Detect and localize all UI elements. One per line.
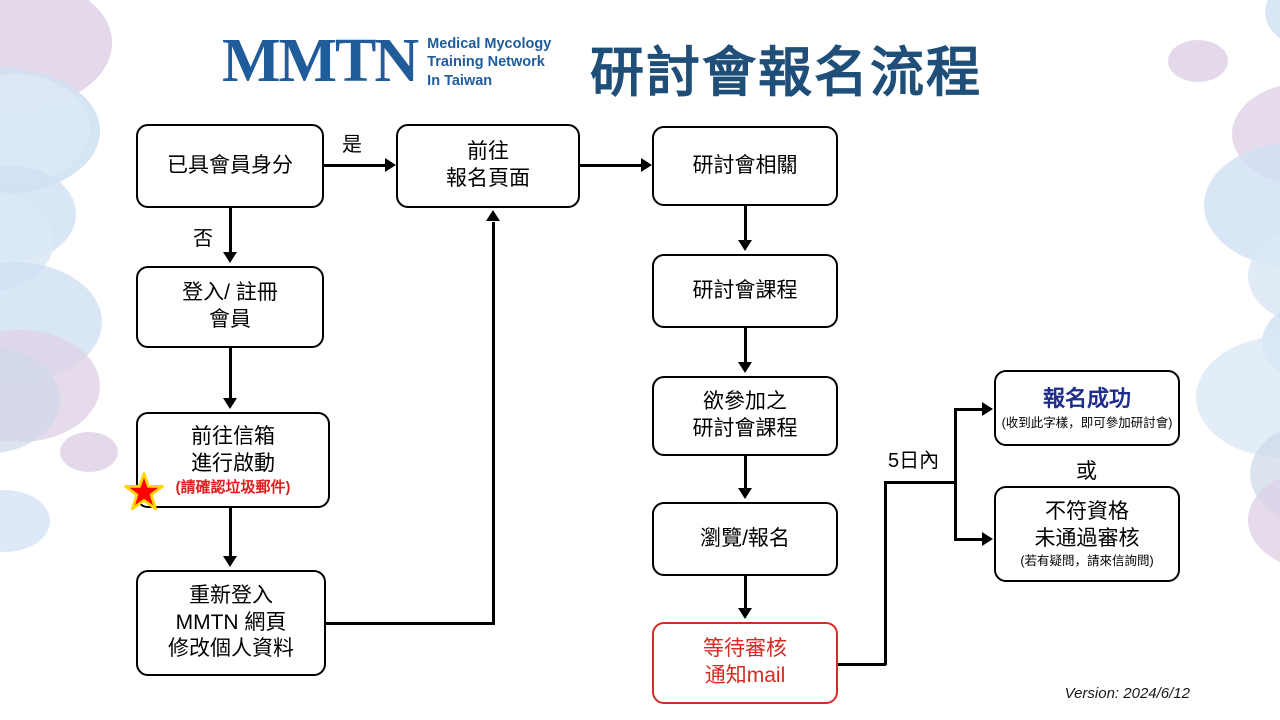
edge-branch-top bbox=[884, 481, 956, 484]
node-goto-signup[interactable]: 前往 報名頁面 bbox=[396, 124, 580, 208]
node-success[interactable]: 報名成功 (收到此字樣，即可參加研討會) bbox=[994, 370, 1180, 446]
arrow-to-rejected bbox=[982, 532, 993, 546]
edge-branch-to-rejected bbox=[954, 538, 986, 541]
edge-await-up bbox=[884, 481, 887, 665]
node-success-title: 報名成功 bbox=[1042, 386, 1131, 412]
node-member-status[interactable]: 已具會員身分 bbox=[136, 124, 324, 208]
page-title: 研討會報名流程 bbox=[590, 43, 982, 103]
edge-member-to-signup bbox=[324, 164, 386, 167]
star-icon bbox=[124, 472, 164, 511]
arrow-desired-to-browse bbox=[738, 488, 752, 499]
edge-desired-to-browse bbox=[744, 456, 747, 490]
label-or: 或 bbox=[1076, 460, 1097, 483]
decor-ellipse bbox=[1196, 336, 1280, 458]
node-desired-course[interactable]: 欲參加之 研討會課程 bbox=[652, 376, 838, 456]
node-rejected[interactable]: 不符資格 未通過審核 (若有疑問，請來信詢問) bbox=[994, 486, 1180, 582]
node-goto-signup-line1: 前往 bbox=[467, 140, 509, 164]
node-rejected-line2: 未通過審核 bbox=[1034, 526, 1140, 550]
edge-browse-to-await bbox=[744, 576, 747, 608]
node-seminar-info[interactable]: 研討會相關 bbox=[652, 126, 838, 206]
arrow-seminar-to-course bbox=[738, 240, 752, 251]
decor-ellipse bbox=[60, 432, 118, 472]
edge-branch-stem bbox=[954, 408, 957, 540]
node-relogin-profile[interactable]: 重新登入 MMTN 網頁 修改個人資料 bbox=[136, 570, 326, 676]
arrow-signup-to-seminar bbox=[641, 158, 652, 172]
edge-relogin-up bbox=[492, 222, 495, 624]
arrow-member-to-signup bbox=[385, 158, 396, 172]
arrow-relogin-to-signup bbox=[486, 210, 500, 221]
node-rejected-note: (若有疑問，請來信詢問) bbox=[1020, 554, 1154, 569]
decor-ellipse bbox=[1250, 420, 1280, 528]
node-activate-mail-note: (請確認垃圾郵件) bbox=[175, 478, 291, 496]
decor-ellipse bbox=[0, 490, 50, 552]
node-relogin-profile-line2: MMTN 網頁 bbox=[175, 610, 287, 634]
node-seminar-info-line1: 研討會相關 bbox=[692, 153, 798, 177]
edge-label-within-5-days: 5日內 bbox=[888, 450, 940, 472]
node-goto-signup-line2: 報名頁面 bbox=[446, 167, 530, 190]
edge-member-to-login bbox=[229, 208, 232, 254]
decor-ellipse bbox=[1262, 300, 1280, 384]
decor-ellipse bbox=[1204, 142, 1280, 268]
decor-ellipse bbox=[0, 190, 54, 292]
decor-ellipse bbox=[0, 262, 102, 382]
mmtn-logo: MMTN Medical Mycology Training Network I… bbox=[222, 30, 551, 92]
node-activate-mail[interactable]: 前往信箱 進行啟動 (請確認垃圾郵件) bbox=[136, 412, 330, 508]
edge-login-to-activate bbox=[229, 348, 232, 400]
logo-subtitle-line2: Training Network bbox=[427, 54, 545, 71]
decor-ellipse bbox=[0, 346, 60, 454]
edge-label-no: 否 bbox=[193, 228, 213, 250]
edge-activate-to-relogin bbox=[229, 508, 232, 558]
logo-wordmark: MMTN bbox=[222, 27, 419, 95]
node-login-register[interactable]: 登入/ 註冊 會員 bbox=[136, 266, 324, 348]
edge-label-yes: 是 bbox=[342, 134, 362, 156]
arrow-login-to-activate bbox=[223, 398, 237, 409]
node-seminar-course-line1: 研討會課程 bbox=[692, 278, 798, 302]
edge-course-to-desired bbox=[744, 328, 747, 362]
node-login-register-line1: 登入/ 註冊 bbox=[182, 281, 278, 305]
slide-header: MMTN Medical Mycology Training Network I… bbox=[0, 0, 1280, 110]
logo-subtitle-line1: Medical Mycology bbox=[427, 35, 552, 52]
node-activate-mail-line1: 前往信箱 bbox=[191, 425, 275, 448]
decor-ellipse bbox=[1248, 470, 1280, 570]
arrow-course-to-desired bbox=[738, 362, 752, 373]
node-desired-course-line1: 欲參加之 bbox=[703, 390, 787, 414]
arrow-member-to-login bbox=[223, 252, 237, 263]
node-await-review[interactable]: 等待審核 通知mail bbox=[652, 622, 838, 704]
decor-ellipse bbox=[0, 166, 76, 262]
node-relogin-profile-line3: 修改個人資料 bbox=[168, 637, 294, 661]
node-activate-mail-line2: 進行啟動 bbox=[191, 451, 275, 475]
node-seminar-course[interactable]: 研討會課程 bbox=[652, 254, 838, 328]
edge-signup-to-seminar bbox=[580, 164, 642, 167]
arrow-activate-to-relogin bbox=[223, 556, 237, 567]
node-rejected-line1: 不符資格 bbox=[1045, 499, 1129, 523]
node-success-note: (收到此字樣，即可參加研討會) bbox=[1001, 415, 1173, 430]
node-login-register-line2: 會員 bbox=[209, 308, 251, 331]
node-browse-signup[interactable]: 瀏覽/報名 bbox=[652, 502, 838, 576]
version-label: Version: 2024/6/12 bbox=[1064, 685, 1190, 702]
edge-await-right bbox=[838, 663, 886, 666]
edge-branch-to-success bbox=[954, 408, 986, 411]
logo-subtitle: Medical Mycology Training Network In Tai… bbox=[427, 32, 551, 91]
node-await-review-line2: 通知mail bbox=[704, 664, 786, 687]
node-await-review-line1: 等待審核 bbox=[703, 637, 787, 661]
edge-relogin-right bbox=[326, 622, 495, 625]
node-desired-course-line2: 研討會課程 bbox=[692, 417, 798, 440]
decor-ellipse bbox=[0, 330, 100, 442]
node-relogin-profile-line1: 重新登入 bbox=[189, 583, 273, 607]
edge-seminar-to-course bbox=[744, 206, 747, 242]
arrow-to-success bbox=[982, 402, 993, 416]
node-browse-signup-line1: 瀏覽/報名 bbox=[700, 526, 790, 550]
arrow-browse-to-await bbox=[738, 608, 752, 619]
logo-subtitle-line3: In Taiwan bbox=[427, 72, 493, 89]
decor-ellipse bbox=[1248, 226, 1280, 326]
node-member-status-line1: 已具會員身分 bbox=[167, 153, 293, 177]
